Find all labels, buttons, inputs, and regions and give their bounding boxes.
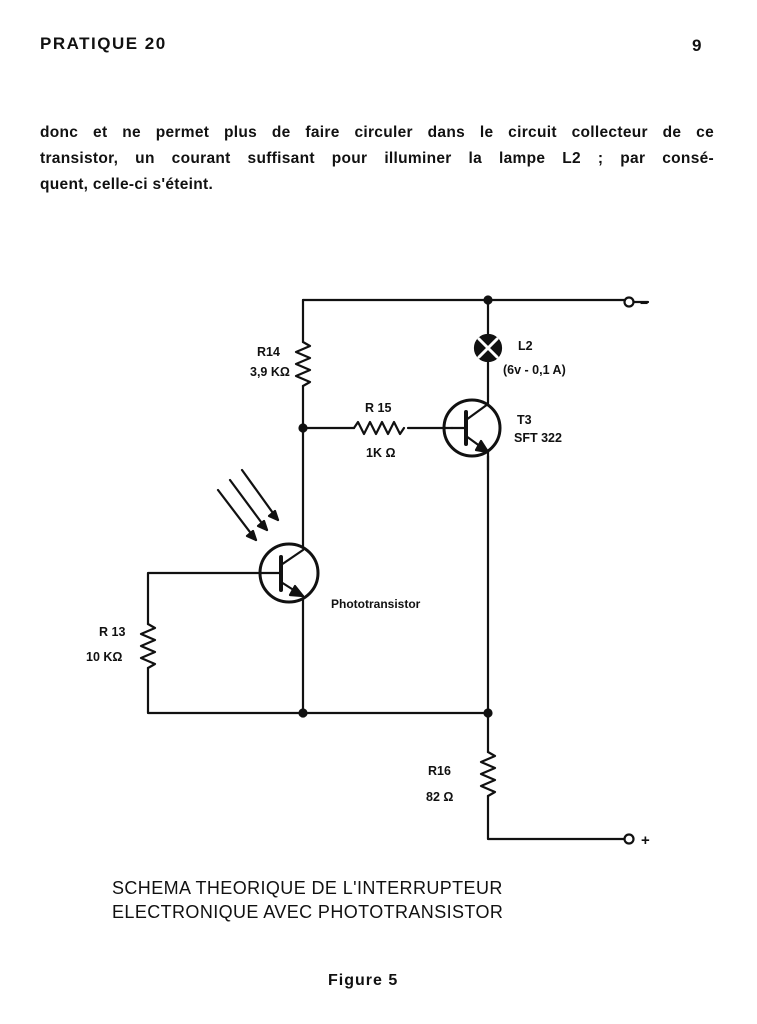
caption-line-1: SCHEMA THEORIQUE DE L'INTERRUPTEUR: [112, 878, 503, 898]
l2-rating: (6v - 0,1 A): [503, 363, 566, 377]
lamp-l2-cross: [477, 337, 499, 359]
figure-label: Figure 5: [328, 972, 399, 989]
r16-resistor: [479, 750, 497, 798]
r14-name: R14: [257, 345, 280, 359]
wire-r13-top: [146, 571, 262, 626]
r13-name: R 13: [99, 625, 125, 639]
r15-resistor: [352, 420, 406, 436]
r13-resistor: [139, 622, 157, 670]
l2-name: L2: [518, 339, 533, 353]
t3-name: T3: [517, 413, 532, 427]
paragraph-line-2: transistor, un courant suffisant pour il…: [40, 150, 714, 167]
r16-value: 82 Ω: [426, 790, 453, 804]
terminal-positive-label: +: [641, 832, 650, 849]
paragraph-line-3: quent, celle-ci s'éteint.: [40, 176, 214, 193]
transistor-t3-icon: [442, 398, 502, 458]
body-paragraph: donc et ne permet plus de faire circuler…: [40, 120, 714, 198]
page-number: 9: [692, 36, 702, 55]
photo-collector: [279, 548, 305, 567]
page-header-title: PRATIQUE 20: [40, 34, 167, 53]
r14-resistor: [294, 340, 312, 388]
t3-collector: [464, 394, 490, 422]
t3-emitter-arrow: [474, 439, 490, 454]
caption-line-2: ELECTRONIQUE AVEC PHOTOTRANSISTOR: [112, 902, 504, 922]
paragraph-line-1: donc et ne permet plus de faire circuler…: [40, 124, 714, 141]
figure-caption: SCHEMA THEORIQUE DE L'INTERRUPTEUR ELECT…: [112, 876, 503, 924]
r16-name: R16: [428, 764, 451, 778]
r14-value: 3,9 KΩ: [250, 365, 290, 379]
wire-r16-bottom: [486, 794, 626, 841]
terminal-negative-label: −: [640, 295, 648, 311]
t3-type: SFT 322: [514, 431, 562, 445]
r15-value: 1K Ω: [366, 446, 395, 460]
r13-value: 10 KΩ: [86, 650, 122, 664]
terminal-negative: [623, 296, 635, 308]
phototransistor-label: Phototransistor: [331, 597, 421, 611]
light-rays-icon: [216, 468, 280, 542]
wire-r13-bottom: [146, 666, 490, 715]
terminal-positive: [623, 833, 635, 845]
photo-emitter-arrow: [288, 584, 305, 598]
r15-name: R 15: [365, 401, 391, 415]
